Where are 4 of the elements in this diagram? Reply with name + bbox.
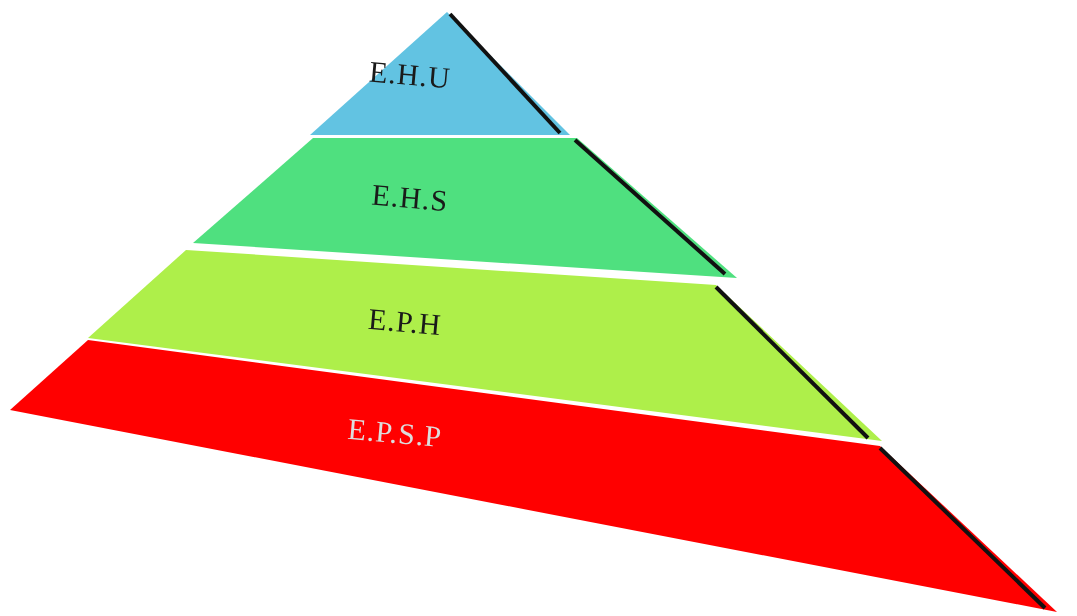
layer-label: E.P.H — [367, 301, 443, 343]
layer-label: E.H.S — [370, 177, 450, 219]
layer-label: E.P.S.P — [346, 411, 444, 455]
layer-label: E.H.U — [367, 54, 453, 96]
